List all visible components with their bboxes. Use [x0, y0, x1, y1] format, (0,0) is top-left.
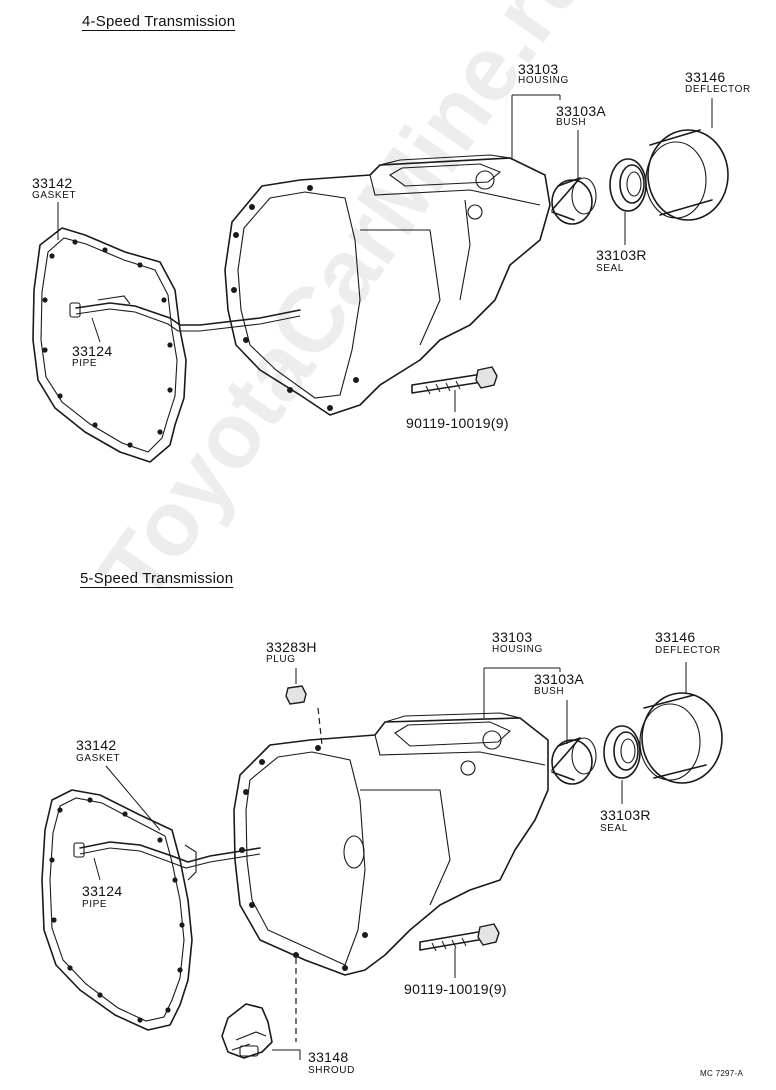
deflector-4speed-name: DEFLECTOR — [685, 84, 751, 95]
pipe-4speed-drawing — [75, 302, 301, 326]
shroud-5speed-drawing — [221, 1003, 273, 1059]
five-speed-artwork — [41, 662, 723, 1060]
pipe-5speed-number: 33124 — [82, 883, 123, 899]
gasket-5speed-drawing — [41, 789, 193, 1031]
gasket-4speed-drawing — [32, 227, 187, 463]
pipe-5speed-drawing — [79, 841, 261, 863]
pipe-5speed-name: PIPE — [82, 899, 108, 910]
housing-5speed-name: HOUSING — [492, 644, 543, 655]
seal-5speed-drawing — [603, 725, 641, 779]
bolt-4speed-number: 90119-10019(9) — [406, 415, 509, 431]
housing-5speed-drawing — [233, 717, 549, 976]
bolt-4speed-drawing — [411, 373, 483, 394]
bush-5speed-drawing — [551, 737, 597, 785]
seal-4speed-number: 33103R — [596, 247, 647, 263]
bolt-5speed-drawing — [419, 930, 485, 951]
bush-4speed-name: BUSH — [556, 117, 587, 128]
shroud-5speed-name: SHROUD — [308, 1065, 355, 1076]
housing-4speed-name: HOUSING — [518, 75, 569, 86]
housing-4speed-drawing — [224, 157, 551, 416]
deflector-4speed-number: 33146 — [685, 69, 726, 85]
seal-4speed-name: SEAL — [596, 263, 624, 274]
shroud-5speed-number: 33148 — [308, 1049, 349, 1065]
seal-5speed-number: 33103R — [600, 807, 651, 823]
seal-5speed-name: SEAL — [600, 823, 628, 834]
deflector-4speed-drawing — [645, 129, 729, 221]
pipe-4speed-name: PIPE — [72, 358, 98, 369]
bush-5speed-number: 33103A — [534, 671, 585, 687]
housing-5speed-number: 33103 — [492, 629, 533, 645]
drawing-code: MC 7297-A — [700, 1069, 744, 1078]
section-title-5speed: 5-Speed Transmission — [80, 570, 234, 587]
gasket-5speed-name: GASKET — [76, 753, 121, 764]
plug-5speed-number: 33283H — [266, 639, 317, 655]
four-speed-artwork — [32, 94, 729, 463]
bush-4speed-drawing — [551, 177, 597, 225]
gasket-4speed-name: GASKET — [32, 190, 77, 201]
deflector-5speed-name: DEFLECTOR — [655, 645, 721, 656]
plug-5speed-drawing — [285, 685, 307, 705]
bush-4speed-number: 33103A — [556, 103, 607, 119]
gasket-5speed-number: 33142 — [76, 737, 117, 753]
bush-5speed-name: BUSH — [534, 686, 565, 697]
pipe-4speed-number: 33124 — [72, 343, 113, 359]
seal-4speed-drawing — [609, 158, 647, 212]
housing-4speed-number: 33103 — [518, 61, 559, 77]
bolt-5speed-number: 90119-10019(9) — [404, 981, 507, 997]
section-title-4speed: 4-Speed Transmission — [82, 13, 236, 30]
deflector-5speed-drawing — [639, 692, 723, 784]
deflector-5speed-number: 33146 — [655, 629, 696, 645]
gasket-4speed-number: 33142 — [32, 175, 73, 191]
plug-5speed-name: PLUG — [266, 654, 296, 665]
